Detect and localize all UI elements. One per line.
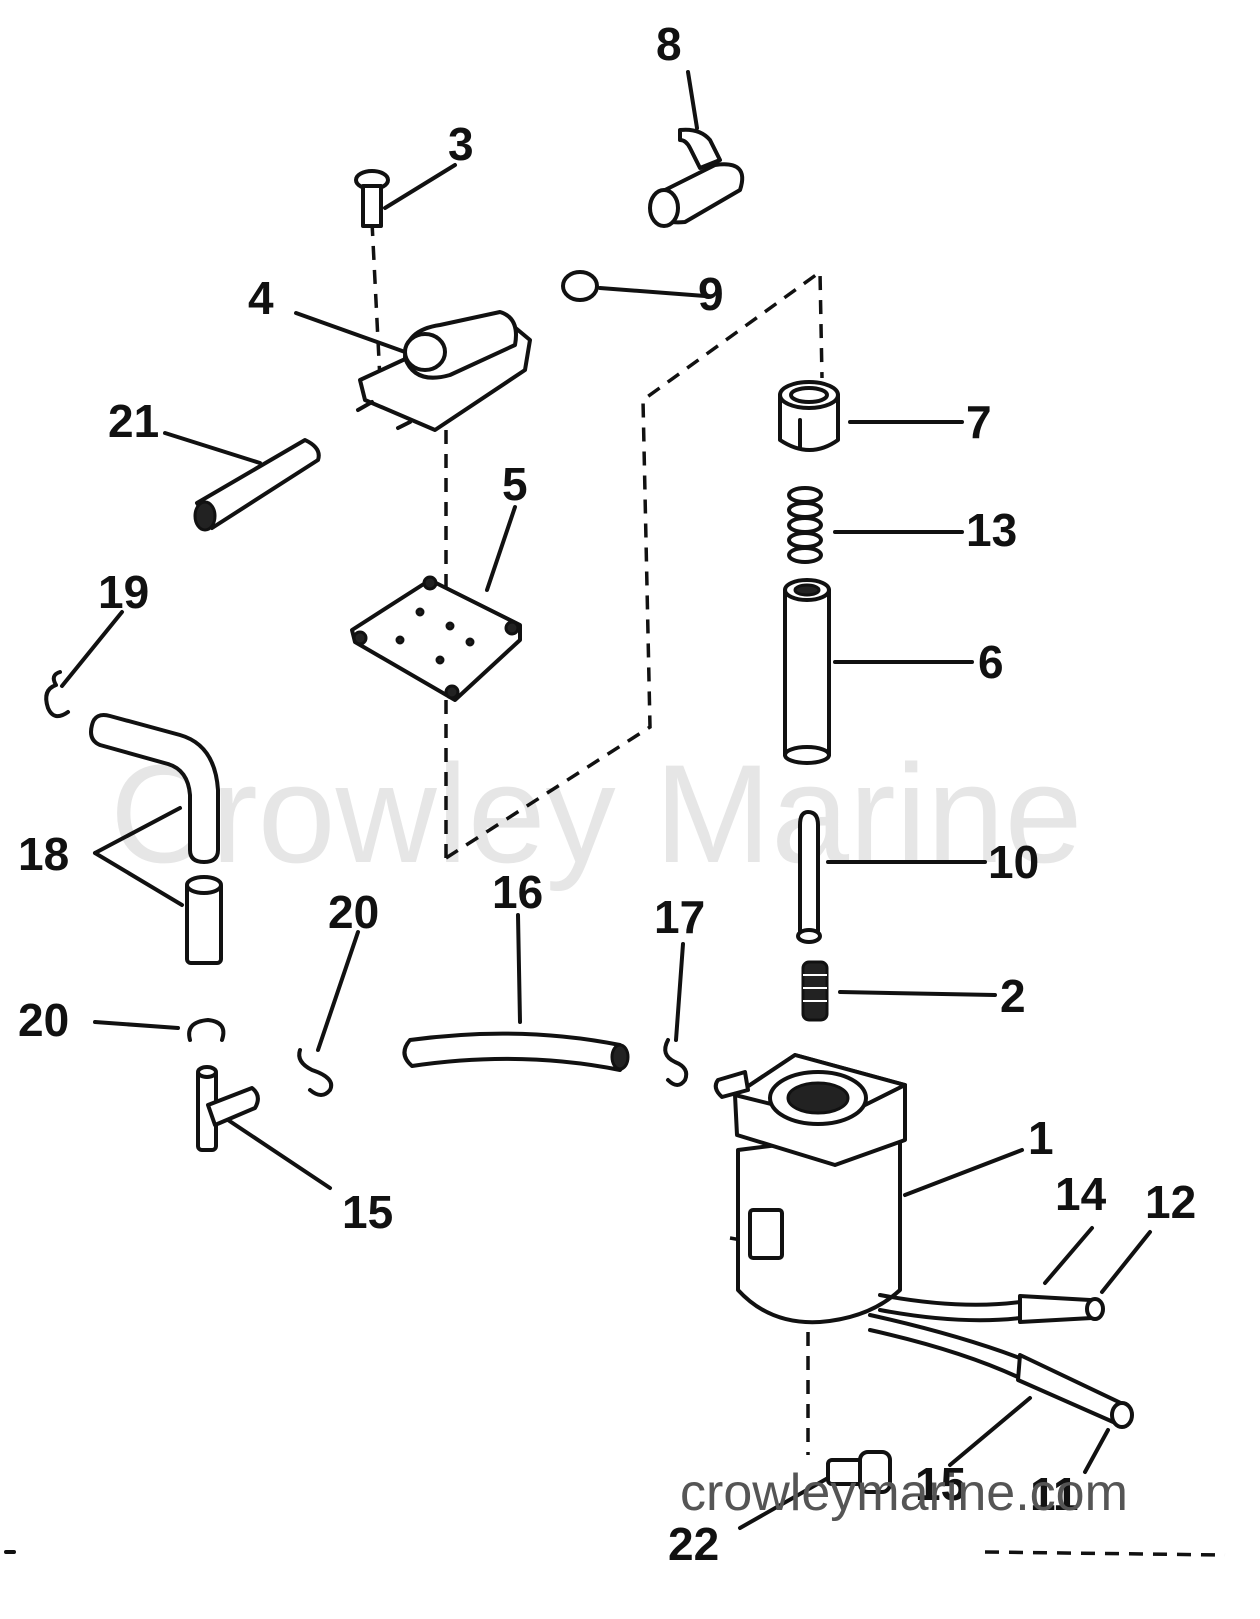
part-3-screw — [354, 169, 390, 228]
footer-url-watermark: crowleymarine.com — [680, 1464, 1128, 1522]
part-22-bolt — [826, 1450, 892, 1494]
part-13-spring — [787, 486, 823, 564]
part-1-pump-body — [713, 1053, 1134, 1429]
callout-4: 4 — [248, 272, 274, 324]
callout-2: 2 — [1000, 970, 1026, 1022]
callout-17: 15 — [342, 1186, 393, 1238]
part-21-hose — [193, 438, 321, 532]
part-10-plunger — [796, 810, 822, 944]
callout-1: 1 — [1028, 1112, 1054, 1164]
callout-6: 6 — [978, 636, 1004, 688]
part-20-clip-c — [297, 1048, 334, 1097]
part-5-diaphragm — [350, 575, 522, 702]
callout-20-middle: 20 — [328, 886, 379, 938]
callout-10: 10 — [988, 836, 1039, 888]
callout-11: 11 — [1030, 1468, 1079, 1520]
part-18-hoses — [89, 713, 223, 965]
callout-22: 22 — [668, 1518, 719, 1570]
callout-7: 7 — [966, 396, 992, 448]
leader-lines — [60, 70, 1152, 1530]
part-20-clip-b — [187, 1017, 226, 1042]
part-7-nut — [778, 380, 840, 452]
part-8-elbow-fitting — [648, 127, 745, 228]
callout-20-top-left: 19 — [98, 566, 149, 618]
part-2-spring — [801, 960, 829, 1022]
callout-20-lower-left: 20 — [18, 994, 69, 1046]
callout-5: 5 — [502, 458, 528, 510]
part-6-sleeve — [783, 578, 831, 765]
watermark-text: Crowley Marine — [110, 735, 1082, 892]
callout-21: 21 — [108, 395, 159, 447]
callout-14: 14 — [1055, 1168, 1107, 1220]
part-19-clip — [663, 1038, 689, 1087]
part-4-pump-cover — [356, 310, 532, 432]
assembly-dashed-lines — [370, 221, 824, 1455]
part-9-o-ring — [561, 270, 599, 302]
part-16-hose — [402, 1031, 630, 1072]
callout-3: 3 — [448, 118, 474, 170]
callout-12: 12 — [1145, 1176, 1196, 1228]
bottom-dashes — [984, 1550, 1226, 1557]
callout-13: 13 — [966, 504, 1017, 556]
callout-labels: 8 3 9 4 21 7 5 13 19 6 18 10 16 20 17 2 … — [18, 18, 1196, 1570]
callout-18: 18 — [18, 828, 69, 880]
callout-15: 15 — [915, 1458, 966, 1510]
part-20-clip-a — [44, 670, 70, 719]
part-17-tee-fitting — [196, 1065, 260, 1152]
callout-16: 16 — [492, 866, 543, 918]
callout-9: 9 — [698, 268, 724, 320]
callout-19: 17 — [654, 891, 705, 943]
callout-8: 8 — [656, 18, 682, 70]
